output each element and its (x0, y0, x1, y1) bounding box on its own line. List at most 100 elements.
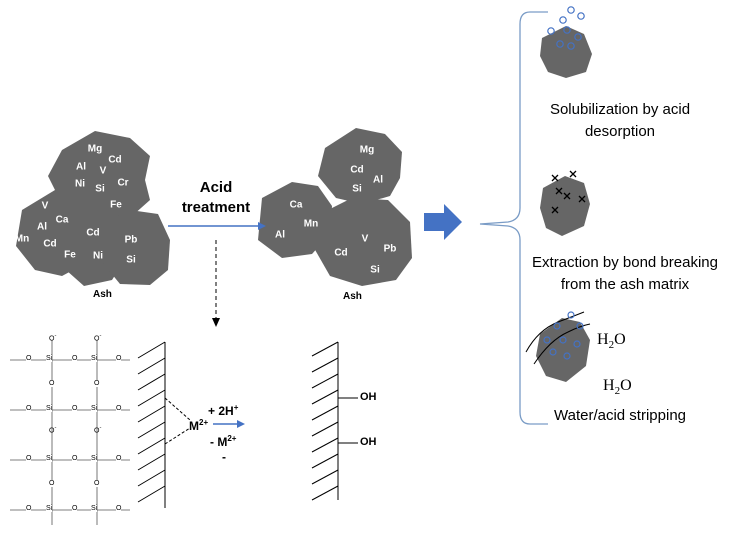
hydroxyl-label-1: OH (360, 391, 377, 403)
stripping-curve (525, 311, 585, 353)
surface-wall-left (137, 341, 166, 508)
wall-hatch (137, 341, 166, 359)
oxygen-atom: O (94, 480, 100, 487)
ash-label-right: Ash (343, 291, 362, 302)
element-label: Ni (75, 178, 85, 190)
cross-mark (551, 206, 559, 214)
coordination-dash (164, 397, 191, 421)
wall-hatch (137, 421, 166, 439)
oxygen-atom: O (94, 380, 100, 387)
element-label: Si (370, 264, 380, 276)
silicon-atom: Si (46, 455, 53, 462)
element-label: Cd (334, 247, 348, 259)
element-label: Fe (110, 199, 122, 211)
cross-mark (555, 187, 563, 195)
element-label: V (99, 165, 107, 177)
element-label: Cd (86, 227, 100, 239)
wall-hatch (311, 453, 339, 469)
wall-hatch (137, 357, 166, 375)
wall-hatch (311, 485, 339, 501)
element-label: Cd (43, 238, 57, 250)
wall-hatch (137, 469, 166, 487)
bubbles-1 (547, 6, 585, 50)
bubble (577, 12, 585, 20)
element-label: Cr (117, 177, 129, 189)
acid-line-1: Acid (199, 179, 233, 196)
oxygen-anion: O- (49, 333, 57, 343)
bond-crosses (551, 170, 586, 214)
rock-right-top (318, 128, 402, 204)
oxygen-atom: O (72, 355, 78, 362)
mechanism-caption-2: Extraction by bond breaking from the ash… (510, 252, 740, 296)
rock-right-left (258, 182, 332, 258)
bubbles-3 (543, 311, 584, 360)
silicon-atom: Si (46, 505, 53, 512)
element-label: V (41, 200, 49, 212)
bubble (553, 322, 561, 330)
bubble (556, 40, 564, 48)
stripping-lines (525, 311, 591, 365)
element-label: Si (95, 183, 105, 195)
oxygen-anion: O- (94, 333, 102, 343)
cross-mark (569, 170, 577, 178)
mechanism-rock-1 (540, 26, 592, 78)
element-label: Si (126, 254, 136, 266)
mechanism-rock-3 (536, 318, 590, 382)
acid-treatment-label: Acid treatment (176, 178, 256, 218)
oxygen-atom: O (116, 405, 122, 412)
caption-line: Extraction by bond breaking (532, 254, 718, 271)
wall-hatch (137, 437, 166, 455)
element-label: Mn (303, 218, 319, 230)
wall-hatch (311, 341, 339, 357)
bubble (543, 336, 551, 344)
silica-lattice (10, 340, 130, 525)
stripping-curve (533, 323, 591, 365)
silicon-atom: Si (46, 405, 53, 412)
big-blue-arrow (424, 204, 462, 240)
wall-hatch (311, 389, 339, 405)
silicon-atom: Si (46, 355, 53, 362)
bubble (574, 33, 582, 41)
caption-line: desorption (584, 123, 656, 140)
bubble (576, 322, 584, 330)
exchange-arrowhead (237, 420, 245, 428)
oxygen-atom: O (72, 405, 78, 412)
wall-hatch (137, 373, 166, 391)
element-label: Ni (93, 250, 103, 262)
caption-line: Solubilization by acid (549, 101, 691, 118)
bubble (567, 311, 575, 319)
oxygen-atom: O (26, 455, 32, 462)
wall-hatch (137, 485, 166, 503)
mechanism-caption-1: Solubilization by acid desorption (510, 99, 730, 143)
oxygen-atom: O (26, 405, 32, 412)
silicon-atom: Si (91, 405, 98, 412)
element-label: Pb (124, 234, 138, 246)
element-label: Al (37, 221, 47, 233)
caption-line: from the ash matrix (560, 276, 690, 293)
dash-label: - (222, 450, 226, 464)
ash-right-group (258, 128, 412, 286)
oxygen-atom: O (49, 380, 55, 387)
rock-left-right (102, 210, 170, 285)
element-label: Ca (55, 214, 69, 226)
oxygen-atom: O (26, 505, 32, 512)
element-label: Mn (14, 233, 30, 245)
dashed-down-arrowhead (212, 318, 220, 327)
bubble (563, 352, 571, 360)
cross-mark (551, 174, 559, 182)
wall-hatch (311, 437, 339, 453)
water-formula-2: H2O (603, 377, 632, 398)
oxygen-atom: O (72, 505, 78, 512)
oxygen-anion: O- (94, 425, 102, 435)
bubble (563, 26, 571, 34)
bubble (547, 27, 555, 35)
hydroxyl-label-2: OH (360, 436, 377, 448)
cross-mark (578, 195, 586, 203)
wall-hatch (311, 357, 339, 373)
element-label: Ca (289, 199, 303, 211)
ash-left-group (16, 131, 170, 286)
oxygen-atom: O (72, 455, 78, 462)
wall-hatch (137, 389, 166, 407)
bubble (559, 336, 567, 344)
